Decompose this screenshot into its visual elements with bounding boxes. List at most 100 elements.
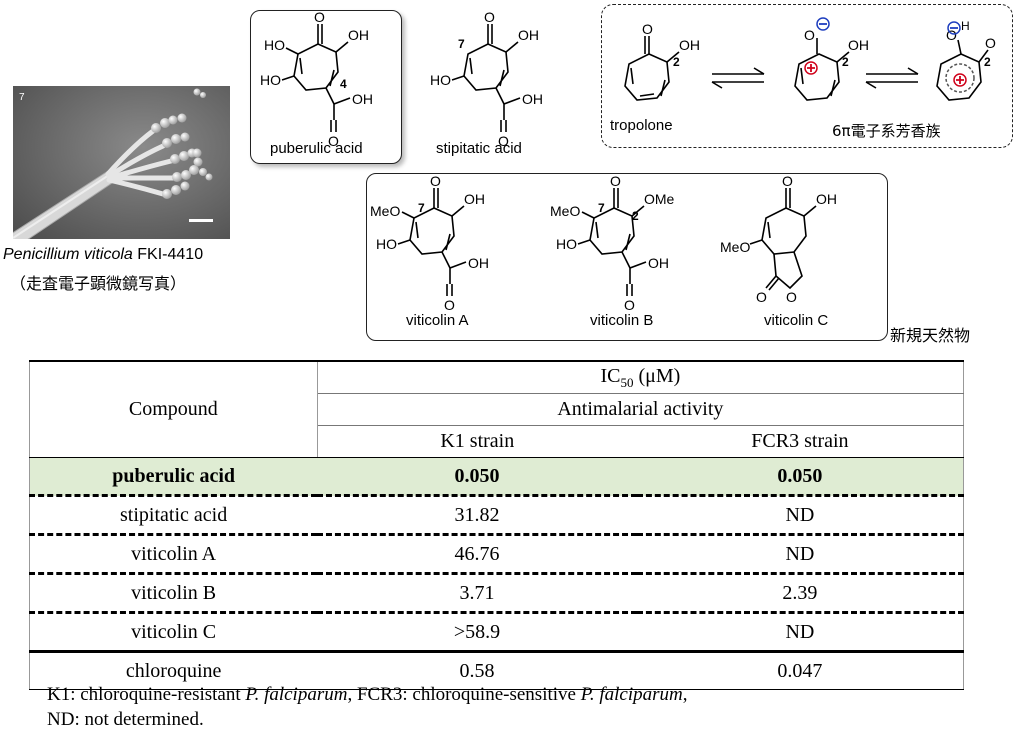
stipitatic-acid-structure: 7 O OH HO OH O	[430, 9, 543, 148]
vita-atom-oh-acid: OH	[468, 255, 489, 271]
vitc-atom-o-lactone-carbonyl: O	[756, 289, 767, 305]
vitb-position-2: 2	[632, 209, 639, 223]
table-row: viticolin B 3.71 2.39	[29, 573, 964, 614]
k1-value-cell: >58.9	[317, 612, 637, 653]
vita-atom-o-acid: O	[444, 297, 455, 313]
ic50-label: IC	[600, 364, 621, 387]
atom-ho-2: HO	[260, 72, 281, 88]
table-row: viticolin C >58.9 ND	[29, 612, 964, 653]
vita-position-7: 7	[418, 201, 425, 215]
footnote-line-2: ND: not determined.	[47, 709, 204, 730]
tropolone-atom-o: O	[642, 21, 653, 37]
ic50-subscript: 50	[620, 374, 634, 390]
new-natural-products-label: 新規天然物	[890, 326, 971, 345]
compound-cell: viticolin B	[29, 573, 318, 614]
zwitterion-position-2: 2	[842, 55, 849, 69]
footnote-species-1: P. falciparum	[245, 684, 348, 705]
ic50-header: IC50 (μM)	[317, 361, 965, 394]
fcr3-value-cell: 0.047	[636, 651, 964, 690]
fcr3-column-header: FCR3 strain	[636, 425, 964, 458]
activity-header: Antimalarial activity	[317, 393, 965, 426]
table-footnote: K1: chloroquine-resistant P. falciparum,…	[47, 682, 688, 732]
viticolin-b-label: viticolin B	[590, 312, 654, 329]
atom-ho: HO	[430, 72, 451, 88]
vita-atom-oh: OH	[464, 191, 485, 207]
vitb-atom-o: O	[610, 173, 621, 189]
footnote-k1-text: K1: chloroquine-resistant	[47, 684, 246, 705]
compound-cell: viticolin C	[29, 612, 318, 653]
vitb-atom-meo: MeO	[550, 203, 580, 219]
viticolin-a-label: viticolin A	[406, 312, 469, 329]
tropolone-label: tropolone	[610, 117, 673, 134]
footnote-species-2: P. falciparum	[580, 684, 683, 705]
viticolins-box	[366, 173, 888, 341]
photo-caption: （走査電子顕微鏡写真）	[10, 274, 187, 293]
vita-atom-o: O	[430, 173, 441, 189]
k1-value-cell: 46.76	[317, 534, 637, 575]
organism-name: Penicillium viticola	[3, 246, 133, 263]
vitc-atom-o-lactone-ring: O	[786, 289, 797, 305]
viticolin-c-label: viticolin C	[764, 312, 829, 329]
antimalarial-activity-table: Compound IC50 (μM) Antimalarial activity…	[29, 360, 965, 690]
table-header-row-3: K1 strain FCR3 strain	[30, 425, 964, 458]
vitb-atom-o-acid: O	[624, 297, 635, 313]
k1-value-cell: 0.58	[317, 651, 637, 690]
positive-charge-icon	[807, 64, 815, 72]
compound-cell: chloroquine	[29, 651, 318, 690]
equilibrium-arrow-2	[865, 67, 919, 89]
organism-strain: FKI-4410	[137, 246, 204, 263]
tropolone-position-2: 2	[673, 55, 680, 69]
photo-corner-label: 7	[19, 92, 25, 103]
fcr3-value-cell: 0.050	[636, 457, 964, 497]
compound-cell: stipitatic acid	[29, 495, 318, 536]
k1-value-cell: 31.82	[317, 495, 637, 536]
compound-cell: viticolin A	[29, 534, 318, 575]
aromatic-atom-h: H	[961, 19, 970, 33]
zwitterion-atom-oh: OH	[848, 37, 869, 53]
footnote-comma: ,	[682, 684, 688, 705]
organism-caption: Penicillium viticola FKI-4410	[3, 246, 203, 264]
fcr3-value-cell: ND	[636, 612, 964, 653]
ic50-unit: (μM)	[633, 364, 681, 387]
fcr3-value-cell: ND	[636, 534, 964, 575]
atom-oh-acid: OH	[522, 91, 543, 107]
positive-charge-icon	[956, 76, 964, 84]
table-header-row-2: Antimalarial activity	[30, 393, 965, 426]
stipitatic-acid-label: stipitatic acid	[436, 140, 522, 157]
table-header-row-1: Compound IC50 (μM)	[29, 361, 965, 458]
vita-atom-ho: HO	[376, 236, 397, 252]
vitb-atom-ho: HO	[556, 236, 577, 252]
tropolone-resonance-scheme: O OH 2 O OH 2 O H O 2 tropolone 6π電子系芳香族	[610, 17, 996, 140]
table-row: chloroquine 0.58 0.047	[29, 651, 964, 690]
vitc-atom-meo: MeO	[720, 239, 750, 255]
equilibrium-arrow-1	[711, 67, 765, 89]
position-4: 4	[340, 77, 347, 91]
position-7: 7	[458, 37, 465, 51]
k1-value-cell: 0.050	[317, 457, 637, 497]
puberulic-acid-label: puberulic acid	[270, 140, 363, 157]
vitb-atom-oh-acid: OH	[648, 255, 669, 271]
atom-o-carbonyl: O	[314, 9, 325, 25]
aromatic-label: 6π電子系芳香族	[832, 122, 941, 140]
tropolone-box	[601, 4, 1013, 148]
atom-o-acid: O	[328, 133, 339, 149]
aromatic-atom-o1: O	[946, 27, 957, 43]
aromatic-position-2: 2	[984, 55, 991, 69]
aromatic-atom-o2: O	[985, 35, 996, 51]
puberulic-acid-structure: O HO OH HO 4 OH O	[260, 9, 373, 149]
footnote-fcr3-text: , FCR3: chloroquine-sensitive	[347, 684, 581, 705]
atom-o-carbonyl: O	[484, 9, 495, 25]
table-row: viticolin A 46.76 ND	[29, 534, 964, 575]
tropolone-atom-oh: OH	[679, 37, 700, 53]
sem-photo-drawing: 7	[13, 86, 230, 239]
atom-oh-acid: OH	[352, 91, 373, 107]
vitb-position-7: 7	[598, 201, 605, 215]
k1-value-cell: 3.71	[317, 573, 637, 614]
vitc-atom-oh: OH	[816, 191, 837, 207]
atom-ho-1: HO	[264, 37, 285, 53]
k1-column-header: K1 strain	[317, 425, 637, 458]
vitc-atom-o: O	[782, 173, 793, 189]
compound-header: Compound	[29, 361, 318, 458]
fcr3-value-cell: 2.39	[636, 573, 964, 614]
atom-o-acid: O	[498, 133, 509, 148]
